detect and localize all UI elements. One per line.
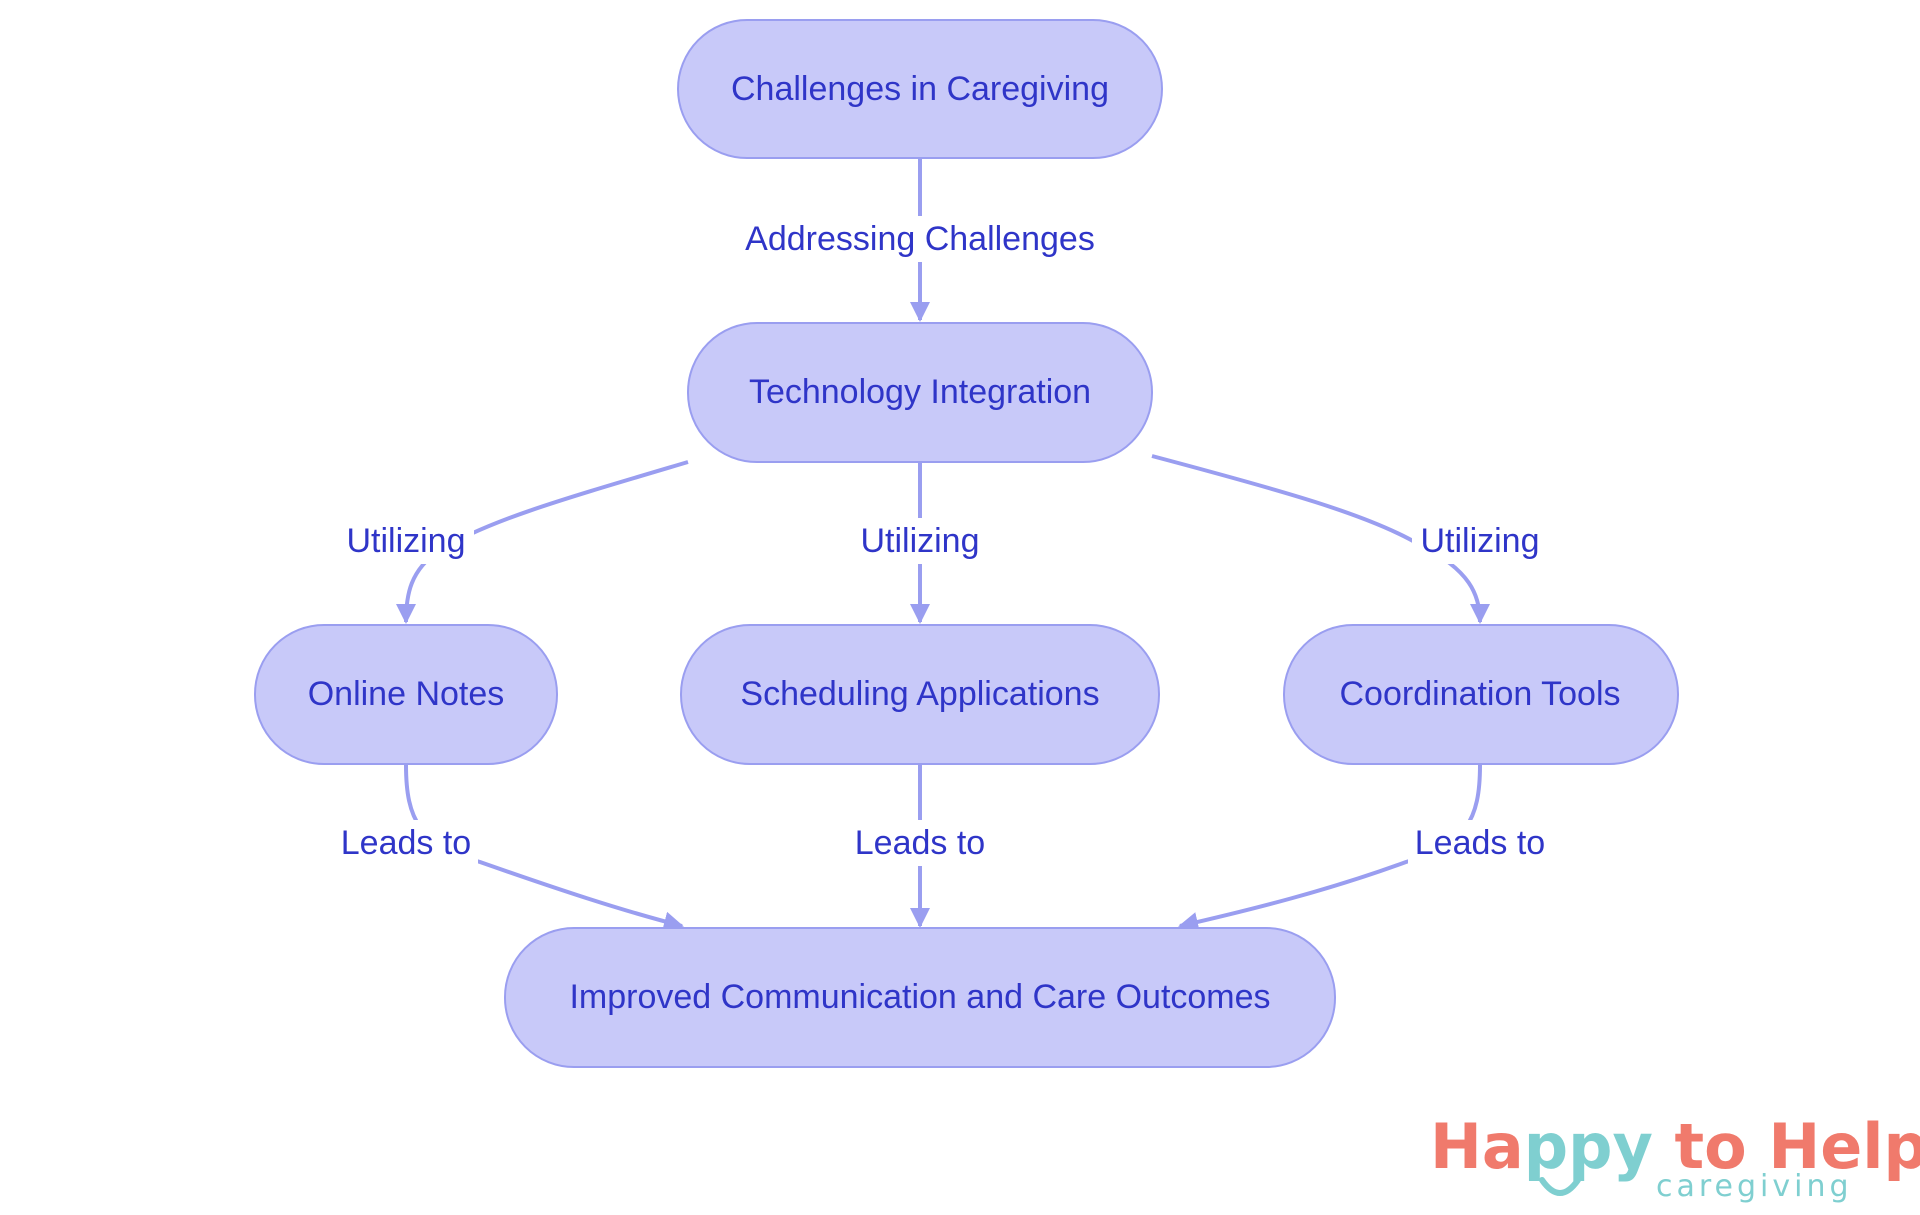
edge-label-leads-to-notes: Leads to <box>341 824 471 862</box>
node-challenges: Challenges in Caregiving <box>677 19 1163 159</box>
node-box <box>687 322 1153 463</box>
edge-label-background <box>338 518 474 564</box>
edge-label-group: Addressing Challenges <box>740 216 1100 262</box>
edge-label-addressing-challenges: Addressing Challenges <box>745 220 1095 258</box>
node-label-notes: Online Notes <box>308 675 505 713</box>
edge-label-background <box>848 820 992 866</box>
node-box <box>254 624 558 765</box>
logo-subtitle: caregiving <box>1656 1169 1853 1204</box>
smile-icon <box>1539 1177 1581 1196</box>
node-technology: Technology Integration <box>687 322 1153 463</box>
edge-coordination-outcomes <box>1178 764 1482 932</box>
node-label-challenges: Challenges in Caregiving <box>731 70 1109 108</box>
edge-labels: Addressing Challenges Utilizing Utilizin… <box>334 216 1552 866</box>
edge-label-group: Utilizing <box>852 518 988 564</box>
edge-label-background <box>1408 820 1552 866</box>
edge-label-group: Leads to <box>334 820 478 866</box>
edge-label-utilizing-coordination: Utilizing <box>1420 522 1539 560</box>
logo-part-3: to Help <box>1653 1110 1920 1183</box>
edge-label-leads-to-coordination: Leads to <box>1415 824 1545 862</box>
node-coordination: Coordination Tools <box>1283 624 1679 765</box>
node-box <box>677 19 1163 159</box>
edge-label-background <box>1412 518 1548 564</box>
edge-label-group: Leads to <box>1408 820 1552 866</box>
node-notes: Online Notes <box>254 624 558 765</box>
edge-label-background <box>334 820 478 866</box>
node-label-outcomes: Improved Communication and Care Outcomes <box>569 978 1270 1016</box>
logo-part-1: Ha <box>1430 1110 1524 1183</box>
edge-label-group: Utilizing <box>1412 518 1548 564</box>
nodes: Challenges in Caregiving Technology Inte… <box>254 19 1679 1068</box>
edge-label-utilizing-notes: Utilizing <box>346 522 465 560</box>
node-label-scheduling: Scheduling Applications <box>740 675 1099 713</box>
edge-label-background <box>852 518 988 564</box>
node-label-technology: Technology Integration <box>749 373 1091 411</box>
node-box <box>504 927 1336 1068</box>
edge-label-group: Utilizing <box>338 518 474 564</box>
edge-technology-coordination <box>1151 454 1490 624</box>
edge-notes-outcomes <box>404 764 684 932</box>
node-box <box>680 624 1160 765</box>
node-box <box>1283 624 1679 765</box>
edge-label-background <box>740 216 1100 262</box>
logo-part-2: ppy <box>1524 1110 1653 1183</box>
edge-label-utilizing-scheduling: Utilizing <box>860 522 979 560</box>
edge-label-group: Leads to <box>848 820 992 866</box>
node-scheduling: Scheduling Applications <box>680 624 1160 765</box>
node-outcomes: Improved Communication and Care Outcomes <box>504 927 1336 1068</box>
node-label-coordination: Coordination Tools <box>1340 675 1621 713</box>
brand-logo: Happy to Help caregiving <box>1430 1110 1920 1204</box>
logo-wordmark: Happy to Help <box>1430 1110 1920 1183</box>
edge-label-leads-to-scheduling: Leads to <box>855 824 985 862</box>
